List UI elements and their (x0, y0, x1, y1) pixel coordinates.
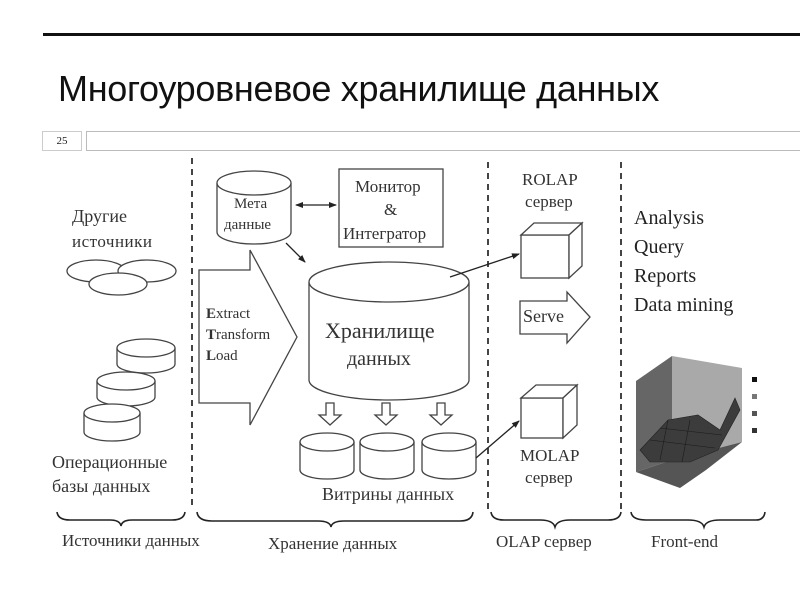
serve-label: Serve (523, 306, 564, 326)
brace-frontend (630, 511, 766, 530)
rolap-cube (519, 221, 584, 280)
chart-surface-grid (649, 419, 723, 463)
warehouse-label-2: данных (347, 348, 411, 370)
chart-floor (636, 442, 742, 488)
other-sources-label-1: Другие (72, 206, 128, 226)
warehouse-rolap-arrow (449, 253, 520, 278)
page-number: 25 (42, 131, 82, 151)
molap-label-1: MOLAP (520, 446, 580, 465)
monitor-label-3: Интегратор (343, 224, 427, 243)
page-header-bar (86, 131, 800, 151)
operational-db-label-2: базы данных (52, 476, 151, 496)
data-mart-1 (299, 432, 355, 480)
section-separators (191, 158, 622, 510)
etl-transform-label: Transform (206, 327, 271, 343)
section-label-sources: Источники данных (62, 531, 200, 550)
molap-label-2: сервер (525, 468, 573, 487)
monitor-integrator-box (338, 168, 444, 248)
data-mart-2 (359, 432, 415, 480)
serve-arrow (519, 290, 591, 345)
operational-db-1 (116, 338, 176, 374)
legend-swatch-4 (752, 428, 757, 433)
chart-surface (639, 397, 741, 463)
legend-swatch-1 (752, 377, 757, 382)
down-arrow-1 (317, 402, 343, 426)
data-marts-label: Витрины данных (322, 484, 455, 504)
section-label-olap: OLAP сервер (496, 532, 592, 551)
warehouse-cylinder (308, 261, 470, 401)
other-sources-label-2: источники (72, 232, 153, 251)
operational-db-3 (83, 403, 141, 442)
brace-sources (56, 511, 186, 527)
legend-swatch-2 (752, 394, 757, 399)
metadata-label-2: данные (224, 217, 272, 233)
rolap-label-1: ROLAP (522, 170, 578, 189)
warehouse-label-1: Хранилище (325, 318, 435, 343)
section-label-frontend: Front-end (651, 532, 719, 551)
down-arrow-3 (428, 402, 454, 426)
mart-molap-arrow (475, 420, 520, 459)
etl-arrow (198, 249, 298, 426)
surface-chart-thumbnail (636, 356, 757, 488)
metadata-label-1: Мета (234, 196, 268, 212)
legend-swatch-3 (752, 411, 757, 416)
operational-db-2 (96, 371, 156, 407)
section-braces (56, 511, 766, 530)
frontend-item-reports: Reports (634, 265, 697, 287)
operational-db-label-1: Операционные (52, 452, 168, 472)
section-label-storage: Хранение данных (268, 534, 398, 553)
title-divider-line (43, 33, 800, 36)
frontend-item-analysis: Analysis (634, 207, 704, 229)
slide-title: Многоуровневое хранилище данных (58, 68, 660, 109)
rolap-label-2: сервер (525, 192, 573, 211)
metadata-cylinder (216, 170, 292, 245)
brace-olap (490, 511, 622, 530)
data-mart-3 (421, 432, 477, 480)
frontend-item-query: Query (634, 236, 684, 258)
molap-cube (519, 383, 579, 440)
monitor-label-2: & (384, 200, 398, 219)
down-arrow-2 (373, 402, 399, 426)
frontend-item-data-mining: Data mining (634, 294, 734, 316)
monitor-label-1: Монитор (355, 177, 421, 196)
etl-extract-label: Extract (206, 306, 251, 322)
brace-storage (196, 511, 474, 528)
other-source-ellipse-3 (88, 272, 148, 296)
etl-load-label: Load (206, 348, 238, 364)
meta-warehouse-arrow (285, 242, 306, 263)
